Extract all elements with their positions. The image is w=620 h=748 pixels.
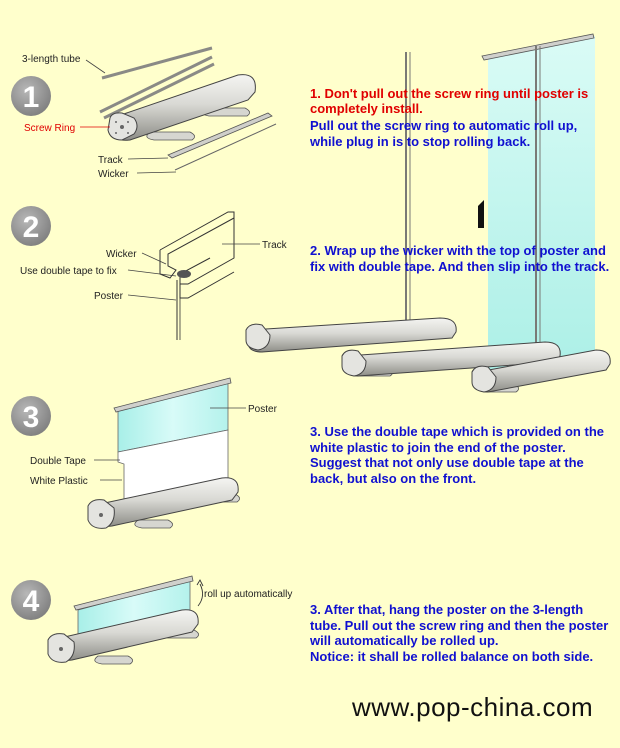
label-roll-up: roll up automatically — [204, 589, 292, 600]
step-4-illustration — [47, 575, 204, 665]
note-step-1-warning: 1. Don't pull out the screw ring until p… — [310, 85, 589, 117]
label-poster-3: Poster — [248, 404, 278, 415]
step-4-circle: 4 — [11, 580, 51, 620]
step-2-illustration — [159, 211, 235, 340]
label-track-2: Track — [262, 240, 288, 251]
note-step-1: 1. Don't pull out the screw ring until p… — [310, 70, 610, 117]
label-wicker-1: Wicker — [98, 169, 129, 180]
step-4-labels: roll up automatically — [204, 589, 292, 600]
website-url: www.pop-china.com — [352, 692, 594, 722]
step-1-illustration — [99, 46, 277, 171]
step-3-number: 3 — [23, 401, 40, 434]
label-3-length-tube: 3-length tube — [22, 54, 81, 65]
label-double-tape: Double Tape — [30, 456, 86, 467]
step-3-illustration — [87, 377, 240, 529]
step-3-circle: 3 — [11, 396, 51, 436]
label-poster-2: Poster — [94, 291, 124, 302]
step-1-labels: 3-length tube Screw Ring Track Wicker — [22, 54, 177, 180]
label-track-1: Track — [98, 155, 124, 166]
label-screw-ring: Screw Ring — [24, 123, 75, 134]
step-2-circle: 2 — [11, 206, 51, 246]
step-2-labels: Wicker Track Use double tape to fix Post… — [20, 240, 288, 302]
label-white-plastic: White Plastic — [30, 476, 88, 487]
step-1-circle: 1 — [11, 76, 51, 116]
step-4-number: 4 — [23, 585, 40, 618]
label-wicker-2: Wicker — [106, 249, 137, 260]
step-1-number: 1 — [23, 81, 40, 114]
note-step-3: 3. Use the double tape which is provided… — [310, 424, 604, 486]
label-double-tape-fix: Use double tape to fix — [20, 266, 117, 277]
note-step-4: 3. After that, hang the poster on the 3-… — [310, 602, 609, 664]
note-step-2: 2. Wrap up the wicker with the top of po… — [310, 243, 610, 274]
step-2-number: 2 — [23, 211, 40, 244]
step-3-labels: Poster Double Tape White Plastic — [30, 404, 278, 487]
stands-illustration — [245, 33, 611, 393]
note-step-1-detail: Pull out the screw ring to automatic rol… — [310, 118, 578, 149]
